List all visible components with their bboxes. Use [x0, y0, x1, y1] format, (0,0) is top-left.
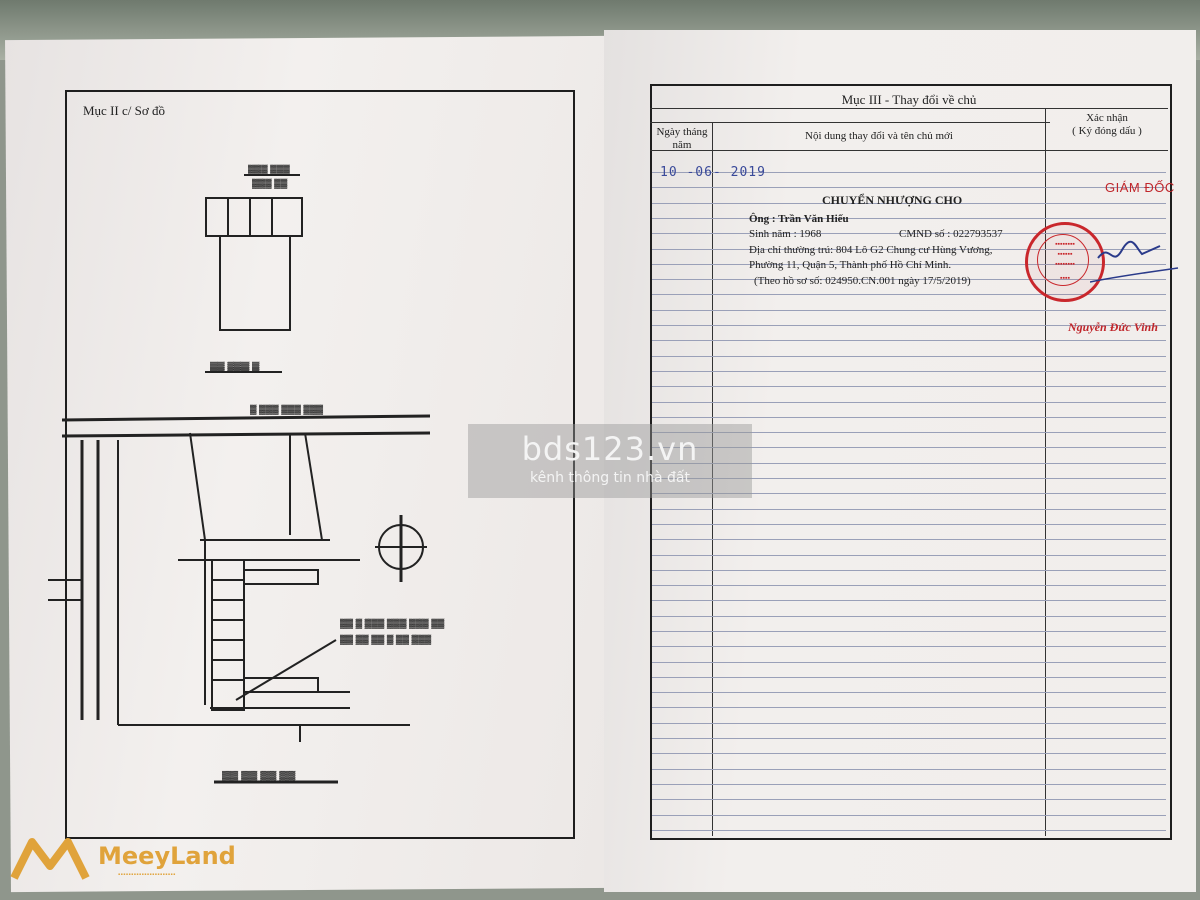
confirm-column-header: Xác nhận ( Ký đóng dấu )	[1072, 112, 1142, 137]
ruled-line	[652, 478, 1166, 479]
date-column-line	[712, 122, 713, 836]
signature-scribble	[1090, 240, 1179, 283]
ruled-line	[652, 386, 1166, 387]
diagram-frame	[65, 90, 575, 839]
official-seal: ▪▪▪▪▪▪▪▪ ▪▪▪▪▪▪ ▪▪▪▪▪▪▪▪ ▪▪▪▪	[1025, 222, 1105, 302]
ruled-line	[652, 249, 1166, 250]
watermark-tagline: kênh thông tin nhà đất	[530, 470, 690, 486]
svg-text:▓▓ ▓ ▓▓▓ ▓▓▓ ▓▓▓ ▓▓: ▓▓ ▓ ▓▓▓ ▓▓▓ ▓▓▓ ▓▓	[340, 618, 445, 629]
new-owner-name: Ông : Trần Văn Hiếu	[749, 213, 849, 225]
ruled-line	[652, 356, 1166, 357]
ruled-line	[652, 264, 1166, 265]
svg-text:▓▓▓ ▓▓: ▓▓▓ ▓▓	[252, 178, 288, 189]
owner-birth-year: Sinh năm : 1968	[749, 228, 822, 240]
road-upper-edge	[61, 414, 431, 422]
svg-text:▓ ▓▓▓ ▓▓▓ ▓▓▓: ▓ ▓▓▓ ▓▓▓ ▓▓▓	[250, 404, 324, 415]
ruled-line	[652, 646, 1166, 647]
ruled-line	[652, 585, 1166, 586]
entry-date-stamp: 10 -06- 2019	[660, 165, 766, 180]
ruled-line	[652, 509, 1166, 510]
director-name: Nguyễn Đức Vinh	[1068, 320, 1158, 334]
ruled-line	[652, 799, 1166, 800]
diagram-section-title: Mục II c/ Sơ đồ	[83, 103, 165, 118]
ruled-line	[652, 310, 1166, 311]
site-watermark: bds123.vn kênh thông tin nhà đất	[468, 424, 752, 498]
ruled-line	[652, 753, 1166, 754]
title-divider	[650, 108, 1168, 109]
ruled-line	[652, 432, 1166, 433]
ruled-line	[652, 172, 1166, 173]
ruled-line	[652, 830, 1166, 831]
header-divider	[650, 150, 1168, 151]
svg-text:▓▓▓ ▓▓▓: ▓▓▓ ▓▓▓	[248, 164, 290, 175]
ruled-line	[652, 570, 1166, 571]
ruled-line	[652, 340, 1166, 341]
content-column-header: Nội dung thay đổi và tên chủ mới	[805, 130, 953, 142]
ruled-line	[652, 203, 1166, 204]
ruled-line	[652, 524, 1166, 525]
svg-text:▓▓ ▓▓▓ ▓: ▓▓ ▓▓▓ ▓	[210, 361, 260, 373]
ruled-line	[652, 187, 1166, 188]
sub-header-line	[650, 122, 1050, 123]
transfer-title: CHUYỂN NHƯỢNG CHO	[822, 193, 963, 207]
meeyland-logo: MeeyLand ▪▪▪▪▪▪▪▪▪▪▪▪▪▪▪▪▪▪▪▪▪▪	[10, 830, 270, 890]
ruled-line	[652, 692, 1166, 693]
ruled-line	[652, 463, 1166, 464]
ruled-line	[652, 417, 1166, 418]
owner-address-line2: Phường 11, Quận 5, Thành phố Hồ Chí Minh…	[749, 259, 952, 271]
ruled-line	[652, 707, 1166, 708]
ruled-line	[652, 784, 1166, 785]
upper-unit-body	[219, 236, 291, 331]
ruled-line	[652, 325, 1166, 326]
ruled-line	[652, 279, 1166, 280]
ruled-line	[652, 493, 1166, 494]
svg-text:▓▓ ▓▓ ▓▓ ▓ ▓▓ ▓▓▓: ▓▓ ▓▓ ▓▓ ▓ ▓▓ ▓▓▓	[340, 634, 432, 645]
ownership-section-title: Mục III - Thay đổi về chủ	[841, 92, 977, 107]
owner-id-number: CMND số : 022793537	[899, 228, 1003, 240]
ruled-line	[652, 662, 1166, 663]
ruled-line	[652, 738, 1166, 739]
ruled-line	[652, 555, 1166, 556]
logo-name: MeeyLand	[98, 842, 236, 870]
ruled-line	[652, 218, 1166, 219]
ruled-line	[652, 600, 1166, 601]
ruled-line	[652, 539, 1166, 540]
logo-tagline: ▪▪▪▪▪▪▪▪▪▪▪▪▪▪▪▪▪▪▪▪▪▪	[118, 872, 176, 878]
director-title: GIÁM ĐỐC	[1105, 180, 1175, 195]
owner-address-line1: Địa chỉ thường trú: 804 Lô G2 Chung cư H…	[749, 244, 993, 256]
svg-text:▓▓ ▓▓ ▓▓ ▓▓: ▓▓ ▓▓ ▓▓ ▓▓	[222, 770, 296, 784]
ruled-line	[652, 616, 1166, 617]
ruled-line	[652, 371, 1166, 372]
right-page	[604, 30, 1196, 892]
ruled-line	[652, 815, 1166, 816]
ruled-line	[652, 677, 1166, 678]
ruled-line	[652, 631, 1166, 632]
ruled-line	[652, 294, 1166, 295]
ruled-line	[652, 769, 1166, 770]
ownership-table-frame	[650, 84, 1172, 840]
ruled-line	[652, 233, 1166, 234]
logo-mark-icon	[10, 838, 90, 880]
watermark-site: bds123.vn	[521, 430, 699, 468]
road-lower-edge	[61, 431, 431, 438]
file-reference: (Theo hồ sơ số: 024950.CN.001 ngày 17/5/…	[754, 275, 971, 287]
upper-unit-outline	[205, 197, 303, 237]
ruled-line	[652, 447, 1166, 448]
date-column-header: Ngày tháng năm	[656, 126, 708, 151]
ruled-line	[652, 723, 1166, 724]
confirm-column-line	[1045, 108, 1046, 836]
ruled-line	[652, 402, 1166, 403]
